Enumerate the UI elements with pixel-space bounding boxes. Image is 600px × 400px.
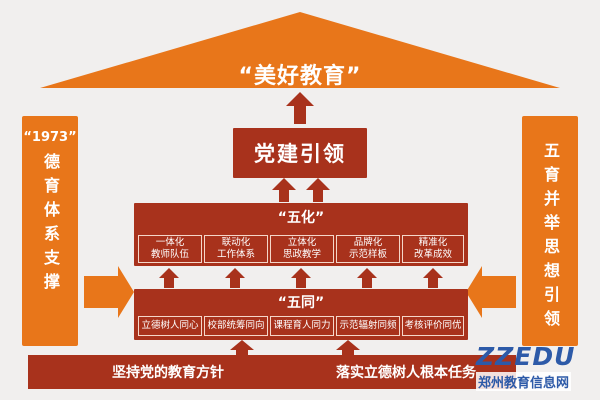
wuhua-item-line2: 改革成效 [413, 249, 452, 260]
wuhua-item-line1: 联动化 [221, 237, 251, 248]
watermark-site: 郑州教育信息网 [476, 372, 572, 391]
wuhua-item-line2: 工作体系 [216, 249, 255, 260]
wutong-item: 课程育人同力 [270, 316, 334, 336]
wutong-item: 示范辐射同频 [336, 316, 400, 336]
pillar-text: 德育体系支撑 [41, 153, 60, 297]
roof-title: “美好教育” [238, 64, 362, 89]
arrow-up-icon [336, 340, 360, 356]
watermark-brand: ZZEDU [476, 342, 576, 371]
wuhua-title: “五化” [277, 210, 325, 226]
wuhua-block: “五化” 一体化教师队伍 联动化工作体系 立体化思政教学 品牌化示范样板 精准化… [134, 203, 468, 266]
foundation-left-text: 坚持党的教育方针 [112, 365, 224, 381]
arrow-up-icon [306, 178, 330, 202]
arrow-up-icon [230, 340, 254, 356]
arrow-right-icon [84, 266, 134, 318]
foundation-right-text: 落实立德树人根本任务 [336, 365, 476, 381]
pillar-number: “1973” [23, 130, 77, 145]
site-watermark-logo: ZZEDU 郑州教育信息网 [474, 342, 592, 396]
right-pillar: 五育并举思想引领 [522, 116, 578, 346]
arrow-up-icon [272, 178, 296, 202]
wuhua-item: 精准化改革成效 [402, 235, 464, 263]
arrow-left-icon [466, 266, 516, 318]
wutong-title: “五同” [277, 295, 325, 311]
wutong-item: 立德树人同心 [138, 316, 202, 336]
arrow-up-icon [159, 268, 179, 288]
wutong-item: 校部统筹同向 [204, 316, 268, 336]
left-pillar: “1973” 德育体系支撑 [22, 116, 78, 346]
wuhua-item: 联动化工作体系 [204, 235, 268, 263]
arrow-up-icon [357, 268, 377, 288]
wutong-block: “五同” 立德树人同心 校部统筹同向 课程育人同力 示范辐射同频 考核评价同优 [134, 289, 468, 340]
wuhua-item-line1: 一体化 [155, 237, 185, 248]
wuhua-item-line2: 思政教学 [282, 249, 321, 260]
wuhua-item-line2: 教师队伍 [150, 249, 189, 260]
arrow-up-icon [291, 268, 311, 288]
arrow-up-icon [225, 268, 245, 288]
wuhua-item-line2: 示范样板 [348, 249, 387, 260]
wuhua-item: 品牌化示范样板 [336, 235, 400, 263]
party-leadership-box: 党建引领 [233, 128, 367, 178]
pillar-text: 五育并举思想引领 [541, 142, 560, 334]
wuhua-item-line1: 品牌化 [353, 237, 383, 248]
arrow-up-icon [423, 268, 443, 288]
wutong-item: 考核评价同优 [402, 316, 464, 336]
wuhua-item: 一体化教师队伍 [138, 235, 202, 263]
foundation-bar: 坚持党的教育方针 落实立德树人根本任务 [28, 355, 516, 389]
wuhua-item-line1: 立体化 [287, 237, 317, 248]
wuhua-item-line1: 精准化 [418, 237, 448, 248]
wuhua-item: 立体化思政教学 [270, 235, 334, 263]
arrow-up-icon [286, 92, 314, 124]
